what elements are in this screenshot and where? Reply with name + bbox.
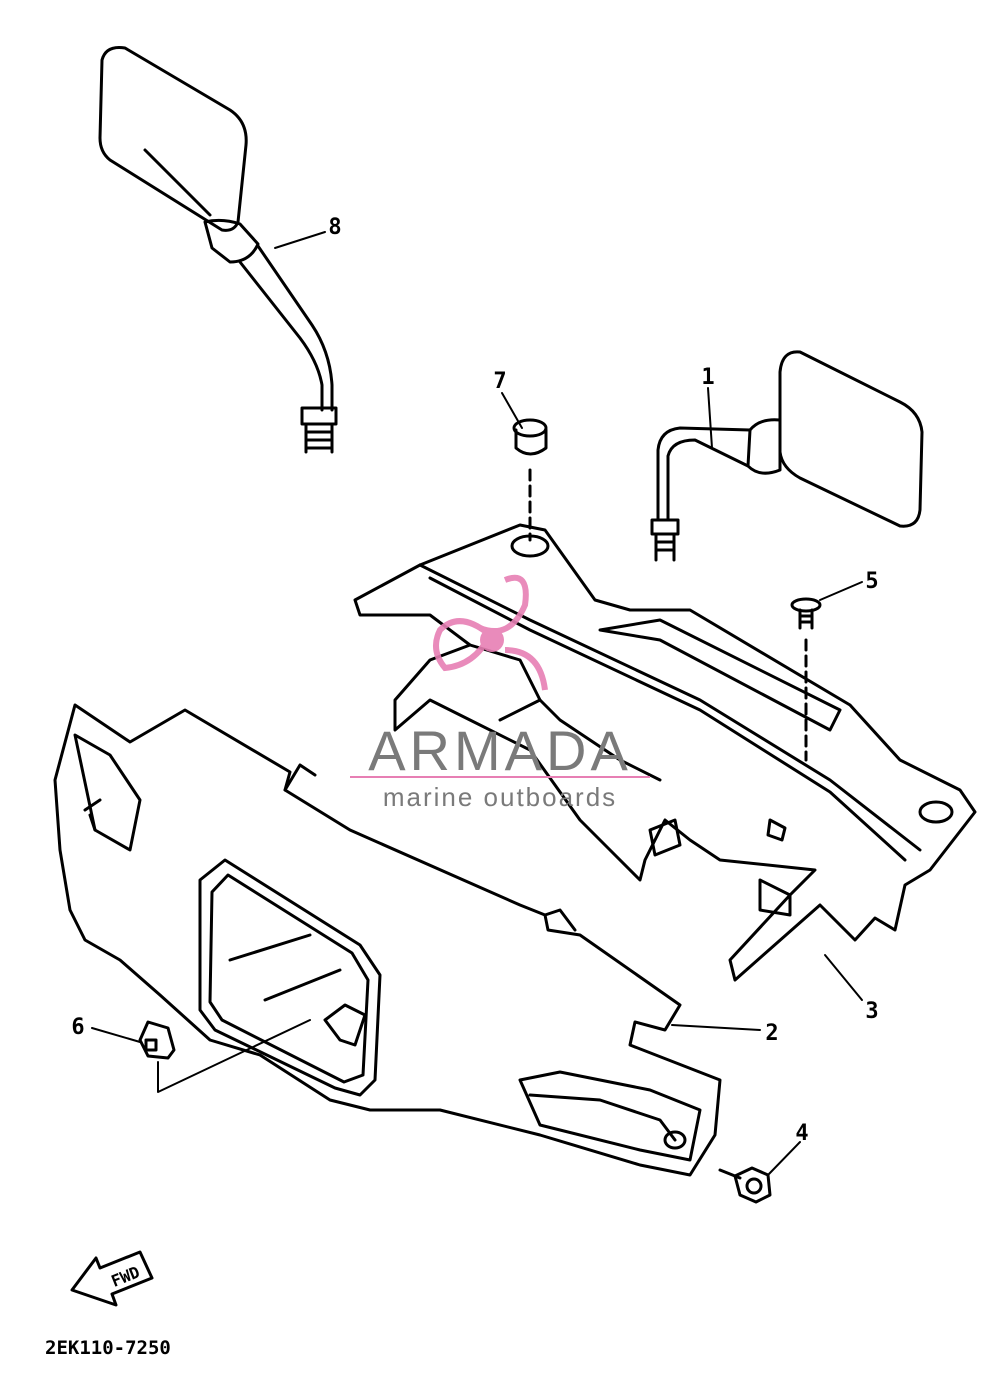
bolt-part — [718, 1166, 772, 1204]
callout-3: 3 — [865, 999, 878, 1024]
callout-5: 5 — [865, 569, 878, 594]
screw-part — [790, 597, 822, 762]
drawing-code: 2EK110-7250 — [45, 1337, 171, 1359]
armada-logo — [433, 574, 548, 691]
fwd-label: FWD — [108, 1262, 142, 1290]
watermark-brand: ARMADA — [368, 719, 632, 782]
callout-2: 2 — [765, 1021, 778, 1046]
callout-6: 6 — [71, 1015, 84, 1040]
callout-1: 1 — [701, 365, 714, 390]
leader-lines — [91, 231, 863, 1176]
plug-part — [512, 418, 548, 542]
callout-7: 7 — [493, 369, 506, 394]
callout-4: 4 — [795, 1121, 808, 1146]
headlight-cowl — [53, 703, 722, 1177]
armada-watermark: ARMADA marine outboards — [350, 719, 650, 812]
fwd-arrow-icon — [70, 1250, 154, 1307]
watermark-tagline: marine outboards — [383, 782, 617, 812]
inner-cover — [353, 523, 977, 982]
nut-part — [138, 1020, 176, 1060]
callout-8: 8 — [328, 215, 341, 240]
left-mirror — [98, 46, 338, 454]
right-mirror — [650, 350, 924, 562]
